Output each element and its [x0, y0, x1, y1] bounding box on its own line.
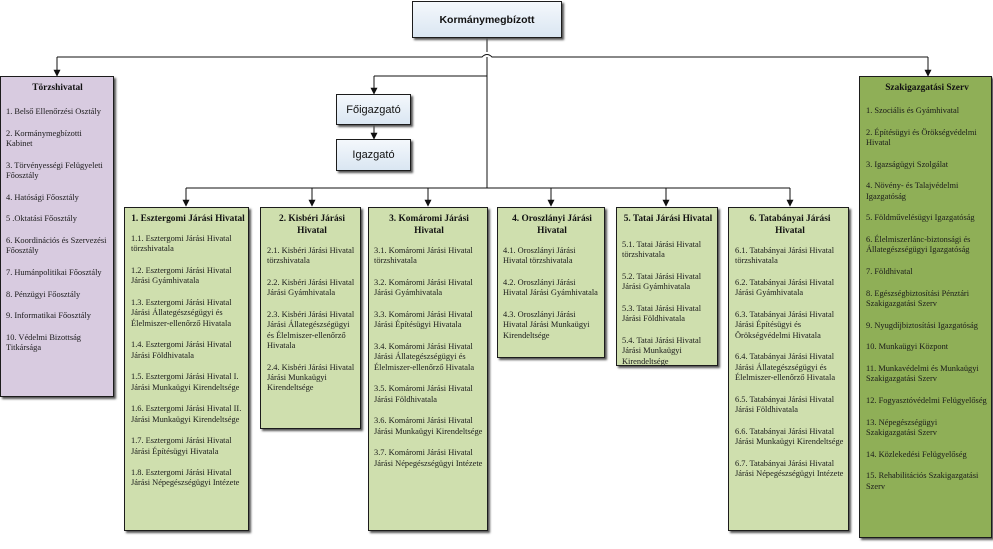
office-title: 3. Komáromi Járási Hivatal	[389, 214, 469, 236]
office-item: 1.1. Esztergomi Járási Hivatal törzshiva…	[131, 234, 232, 254]
office-tata-box: 5. Tatai Járási Hivatal 5.1. Tatai Járás…	[616, 207, 718, 366]
office-item: 3.3. Komáromi Járási Hivatal Járási Épít…	[374, 309, 473, 330]
szakigazgatasi-item: 3. Igazságügyi Szolgálat	[866, 159, 949, 169]
igazgato-box: Igazgató	[336, 139, 411, 171]
torzshivatal-item: 9. Informatikai Főosztály	[6, 311, 91, 321]
szakigazgatasi-item: 14. Közlekedési Felügyelőség	[866, 449, 967, 459]
office-item: 6.2. Tatabányai Járási Hivatal Járási Gy…	[735, 277, 835, 298]
szakigazgatasi-item: 2. Építésügyi és Örökségvédelmi Hivatal	[866, 127, 977, 147]
szakigazgatasi-item: 4. Növény- és Talajvédelmi Igazgatóság	[866, 181, 959, 201]
szakigazgatasi-item: 5. Földművelésügyi Igazgatóság	[866, 213, 975, 223]
office-item: 1.3. Esztergomi Járási Hivatal Járási Ál…	[131, 297, 232, 328]
office-item: 6.4. Tatabányai Járási Hivatal Járási Ál…	[735, 352, 836, 382]
office-item: 5.1. Tatai Járási Hivatal törzshivatala	[622, 240, 702, 260]
office-esztergom-box: 1. Esztergomi Járási Hivatal 1.1. Eszter…	[124, 207, 249, 531]
office-item: 5.3. Tatai Járási Hivatal Járási Földhiv…	[622, 303, 702, 324]
office-item: 2.2. Kisbéri Járási Hivatal Járási Gyámh…	[267, 277, 355, 298]
torzshivatal-item: 4. Hatósági Főosztály	[6, 192, 79, 202]
igazgato-label: Igazgató	[352, 149, 395, 161]
office-item: 3.1. Komáromi Járási Hivatal törzshivata…	[374, 246, 473, 266]
office-item: 3.4. Komáromi Járási Hivatal Járási Álla…	[374, 341, 475, 372]
torzshivatal-item: 7. Humánpolitikai Főosztály	[6, 268, 102, 278]
office-item: 1.8. Esztergomi Járási Hivatal Járási Né…	[131, 468, 240, 488]
szakigazgatasi-item: 6. Élelmiszerlánc-biztonsági és Állategé…	[866, 235, 971, 255]
office-oroszlany-box: 4. Oroszlányi Járási Hivatal 4.1. Oroszl…	[497, 207, 605, 358]
torzshivatal-item: 3. Törvényességi Felügyeleti Főosztály	[6, 160, 103, 180]
torzshivatal-item: 8. Pénzügyi Főosztály	[6, 289, 81, 299]
kormanymegbizott-box: Kormánymegbízott	[412, 1, 562, 38]
szakigazgatasi-item: 8. Egészségbiztosítási Pénztári Szakigaz…	[866, 288, 970, 308]
office-item: 5.2. Tatai Járási Hivatal Járási Gyámhiv…	[622, 271, 702, 292]
office-item: 1.6. Esztergomi Járási Hivatal II. Járás…	[131, 404, 242, 424]
szakigazgatasi-item: 7. Földhivatal	[866, 267, 913, 277]
torzshivatal-box: Törzshivatal 1. Belső Ellenőrzési Osztál…	[0, 76, 114, 397]
office-item: 6.7. Tatabányai Járási Hivatal Járási Né…	[735, 458, 844, 478]
office-item: 3.5. Komáromi Járási Hivatal Járási Föld…	[374, 384, 473, 404]
office-title: 4. Oroszlányi Járási Hivatal	[512, 214, 592, 236]
torzshivatal-title: Törzshivatal	[32, 83, 83, 93]
kormanymegbizott-label: Kormánymegbízott	[439, 13, 535, 26]
szakigazgatasi-item: 10. Munkaügyi Központ	[866, 342, 949, 352]
office-item: 4.1. Oroszlányi Járási Hivatal törzshiva…	[503, 246, 576, 266]
office-title: 5. Tatai Járási Hivatal	[623, 214, 713, 224]
office-item: 6.6. Tatabányai Járási Hivatal Járási Mu…	[735, 426, 844, 446]
office-title: 6. Tatabányai Járási Hivatal	[749, 214, 831, 236]
szakigazgatasi-item: 12. Fogyasztóvédelmi Felügyelőség	[866, 396, 987, 406]
szakigazgatasi-item: 13. Népegészségügyi Szakigazgatási Szerv	[866, 417, 938, 438]
office-item: 1.4. Esztergomi Járási Hivatal Járási Fö…	[131, 340, 232, 360]
office-item: 1.2. Esztergomi Járási Hivatal Járási Gy…	[131, 265, 232, 286]
foigazgato-label: Főigazgató	[346, 103, 401, 116]
szakigazgatasi-item: 9. Nyugdíjbiztosítási Igazgatóság	[866, 320, 978, 330]
torzshivatal-item: 10. Védelmi Bizottság Titkársága	[6, 333, 81, 353]
office-title: 2. Kisbéri Járási Hivatal	[279, 214, 345, 236]
office-komarom-box: 3. Komáromi Járási Hivatal 3.1. Komáromi…	[368, 207, 488, 531]
office-title: 1. Esztergomi Járási Hivatal	[131, 214, 245, 224]
office-item: 3.7. Komáromi Járási Hivatal Járási Népe…	[374, 448, 483, 468]
szakigazgatasi-item: 1. Szociális és Gyámhivatal	[866, 106, 960, 115]
office-item: 5.4. Tatai Járási Hivatal Járási Munkaüg…	[622, 335, 702, 366]
szakigazgatasi-box: Szakigazgatási Szerv 1. Szociális és Gyá…	[859, 76, 992, 538]
office-item: 6.3. Tatabányai Járási Hivatal Járási Ép…	[735, 309, 835, 340]
office-item: 2.4. Kisbéri Járási Hivatal Járási Munka…	[267, 362, 355, 393]
office-item: 1.5. Esztergomi Járási Hivatal I. Járási…	[131, 372, 240, 392]
szakigazgatasi-item: 15. Rehabilitációs Szakigazgatási Szerv	[866, 471, 979, 491]
torzshivatal-item: 6. Koordinációs és Szervezési Főosztály	[6, 236, 107, 256]
office-tatabanya-box: 6. Tatabányai Járási Hivatal 6.1. Tatabá…	[728, 207, 849, 531]
office-item: 3.6. Komáromi Járási Hivatal Járási Munk…	[374, 416, 483, 436]
office-item: 1.7. Esztergomi Járási Hivatal Járási Ép…	[131, 436, 232, 456]
office-item: 4.2. Oroszlányi Járási Hivatal Járási Gy…	[503, 277, 598, 298]
office-item: 6.5. Tatabányai Járási Hivatal Járási Fö…	[735, 394, 835, 414]
office-item: 2.3. Kisbéri Járási Hivatal Járási Állat…	[267, 309, 355, 350]
office-kisber-box: 2. Kisbéri Járási Hivatal 2.1. Kisbéri J…	[260, 207, 361, 429]
office-item: 4.3. Oroszlányi Járási Hivatal Járási Mu…	[503, 309, 590, 340]
torzshivatal-item: 5 .Oktatási Főosztály	[6, 214, 77, 224]
office-item: 6.1. Tatabányai Járási Hivatal törzshiva…	[735, 246, 835, 266]
office-item: 2.1. Kisbéri Járási Hivatal törzshivatal…	[267, 246, 355, 266]
szakigazgatasi-title: Szakigazgatási Szerv	[885, 83, 969, 93]
szakigazgatasi-item: 11. Munkavédelmi és Munkaügyi Szakigazga…	[866, 364, 979, 384]
foigazgato-box: Főigazgató	[336, 94, 411, 125]
office-item: 3.2. Komáromi Járási Hivatal Járási Gyám…	[374, 277, 473, 298]
torzshivatal-item: 1. Belső Ellenőrzési Osztály	[6, 107, 101, 116]
torzshivatal-item: 2. Kormánymegbízotti Kabinet	[6, 128, 82, 148]
